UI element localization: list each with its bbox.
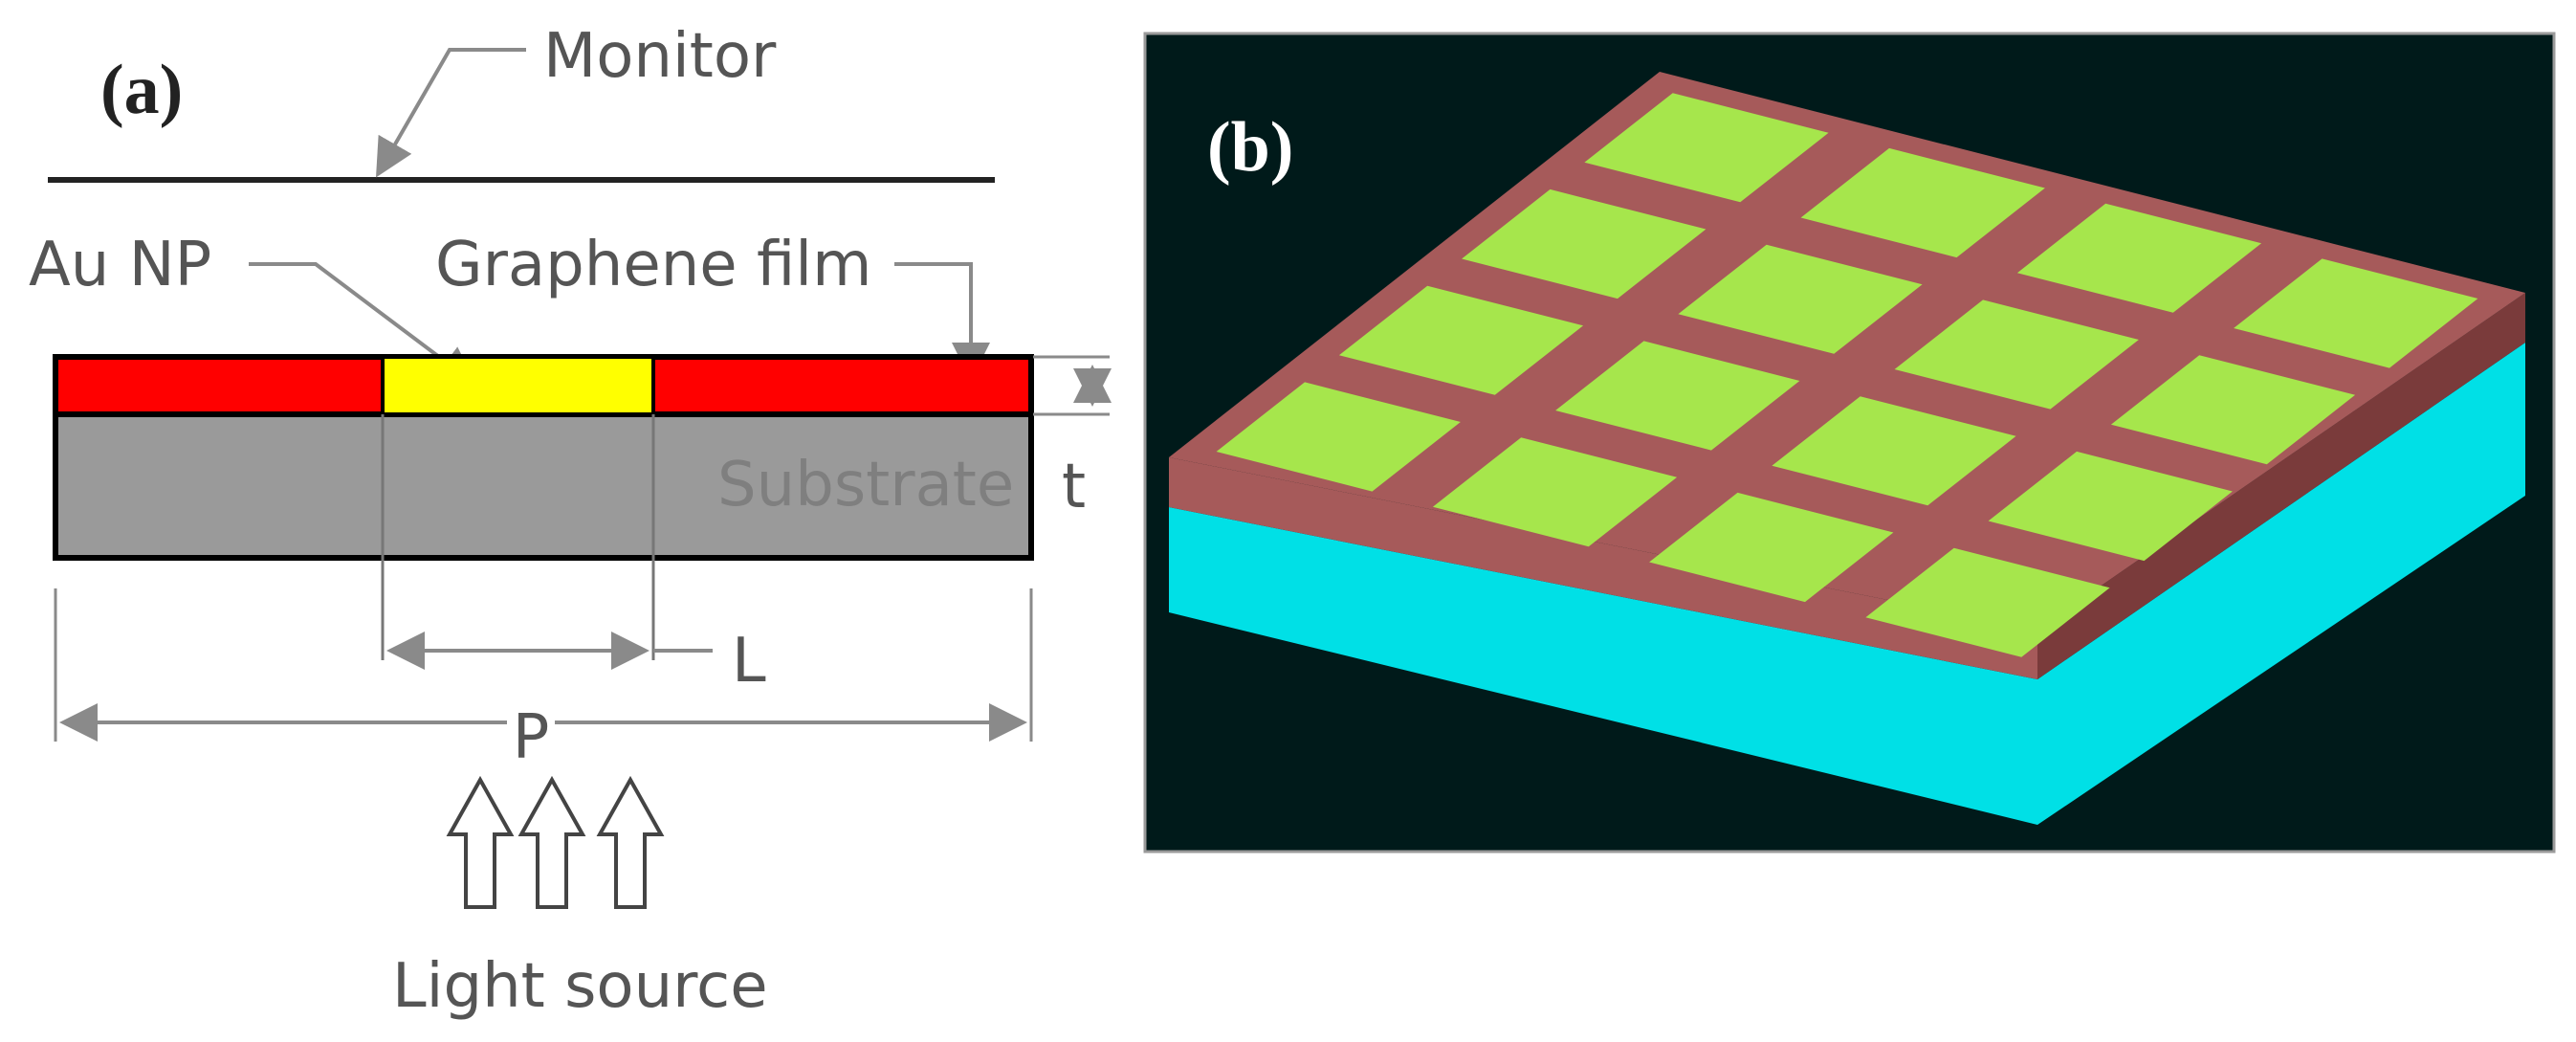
- monitor-label: Monitor: [543, 21, 777, 92]
- thickness-label: t: [1062, 452, 1086, 522]
- graphene-leader: [894, 262, 990, 381]
- nanoparticle-square: [1988, 451, 2233, 562]
- monitor-leader: [376, 48, 526, 178]
- nanoparticle-square: [1555, 341, 1800, 451]
- nanoparticle-square: [1584, 93, 1829, 203]
- nanoparticle-square: [1865, 547, 2110, 657]
- au-np-label: Au NP: [29, 230, 211, 300]
- period-label-bg: [507, 698, 555, 756]
- length-label: L: [732, 626, 766, 697]
- nanoparticle-square: [1800, 147, 2045, 258]
- up-arrow-icon: [596, 775, 665, 909]
- up-arrow-icon: [446, 775, 515, 909]
- nanoparticle-square: [2016, 203, 2262, 313]
- panel-a-label: (a): [100, 51, 183, 129]
- up-arrow-icon: [517, 775, 586, 909]
- au-np-leader: [249, 262, 477, 386]
- nanoparticle-square: [1338, 285, 1584, 395]
- panel-a: (a) Monitor Au NP Graphene film Substrat…: [29, 21, 1112, 1022]
- substrate-block-right: [2037, 343, 2525, 825]
- graphene-film-label: Graphene film: [435, 230, 871, 300]
- substrate-label: Substrate: [717, 450, 1014, 521]
- light-source-label: Light source: [392, 951, 768, 1022]
- substrate-layer: [53, 411, 1034, 561]
- light-source-arrows: [446, 775, 665, 909]
- nanoparticle-array: [1216, 93, 2478, 657]
- au-np-block: [381, 355, 655, 416]
- nanoparticle-square: [1894, 299, 2139, 410]
- panel-b-label: (b): [1207, 108, 1293, 187]
- substrate-block-front: [1169, 507, 2037, 825]
- nanoparticle-square: [2110, 355, 2356, 465]
- panel-b: (b): [1143, 32, 2556, 854]
- nanoparticle-square: [1649, 492, 1894, 603]
- nanoparticle-square: [2234, 258, 2478, 368]
- period-label: P: [513, 702, 550, 773]
- nanoparticle-square: [1462, 188, 1706, 299]
- nanoparticle-square: [1216, 382, 1461, 492]
- nanoparticle-square: [1678, 244, 1923, 354]
- graphene-slab-front: [1169, 457, 2037, 679]
- nanoparticle-square: [1432, 437, 1678, 547]
- nanoparticle-square: [1772, 396, 2016, 506]
- graphene-slab-right: [2037, 293, 2525, 679]
